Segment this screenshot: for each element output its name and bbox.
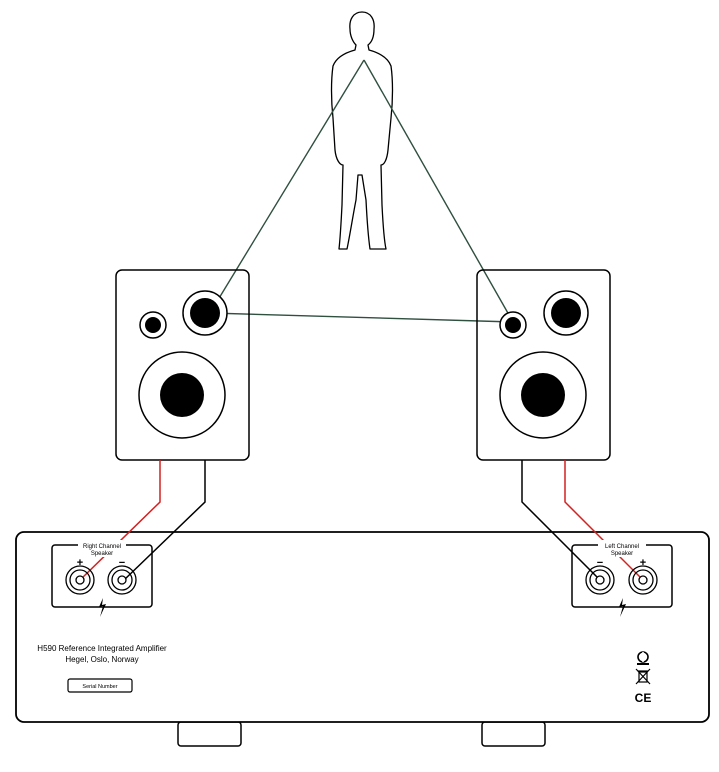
- terminal-title: Left Channel: [605, 544, 639, 550]
- right-speaker: [115, 269, 250, 461]
- maker-label: Hegel, Oslo, Norway: [65, 655, 138, 664]
- ce-mark: CE: [635, 691, 652, 705]
- terminal-subtitle: Speaker: [611, 551, 633, 557]
- minus-sign: −: [597, 557, 603, 569]
- positive-binding-post: [628, 565, 658, 595]
- negative-binding-post: [585, 565, 615, 595]
- negative-binding-post: [107, 565, 137, 595]
- left-negative-cable: [521, 460, 601, 581]
- amplifier: [15, 531, 710, 747]
- terminal-title: Right Channel: [83, 544, 121, 550]
- recycle-icon: [637, 651, 649, 665]
- positive-binding-post: [65, 565, 95, 595]
- amplifier-foot-left: [177, 721, 242, 747]
- weee-bin-icon: [635, 668, 651, 685]
- left-speaker: [476, 269, 611, 461]
- serial-number-box: [67, 678, 133, 693]
- plus-sign: +: [77, 557, 83, 569]
- listening-triangle: [209, 59, 514, 323]
- plus-sign: +: [640, 557, 646, 569]
- right-channel-terminal: Right Channel Speaker + −: [51, 540, 153, 617]
- left-channel-terminal: Left Channel Speaker − +: [571, 540, 673, 617]
- amplifier-foot-right: [481, 721, 546, 747]
- model-label: H590 Reference Integrated Amplifier: [37, 644, 167, 653]
- terminal-subtitle: Speaker: [91, 551, 113, 557]
- minus-sign: −: [119, 557, 125, 569]
- amplifier-chassis: [15, 531, 710, 723]
- right-negative-cable: [123, 460, 206, 581]
- serial-number-label: Serial Number: [82, 684, 117, 690]
- listener-silhouette-icon: [330, 11, 394, 250]
